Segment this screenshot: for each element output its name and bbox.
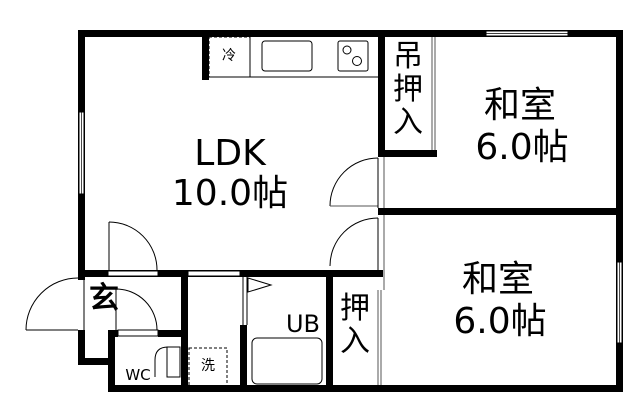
unit-bath-label: UB xyxy=(285,310,321,338)
toilet-fixture xyxy=(154,346,181,378)
closet-label: 押入 xyxy=(340,291,370,359)
washer-space xyxy=(188,347,228,387)
washitsu-north-name: 和室 xyxy=(483,85,556,126)
hanging-closet-label: 吊押入 xyxy=(393,39,423,140)
ldk-name: LDK xyxy=(194,133,266,174)
doors xyxy=(25,157,385,337)
washer-label: 洗 xyxy=(201,358,215,374)
washitsu-south-size: 6.0帖 xyxy=(453,301,547,342)
closet-doors xyxy=(377,37,436,385)
washitsu-south-name: 和室 xyxy=(461,259,534,300)
washitsu-north-size: 6.0帖 xyxy=(475,127,569,168)
bathtub xyxy=(251,337,323,385)
ldk-size: 10.0帖 xyxy=(171,173,289,214)
fridge-label: 冷 xyxy=(222,48,236,64)
toilet-label: WC xyxy=(125,366,151,384)
entrance-label: 玄 xyxy=(89,281,119,316)
fridge-space xyxy=(208,36,251,78)
windows xyxy=(78,30,623,344)
